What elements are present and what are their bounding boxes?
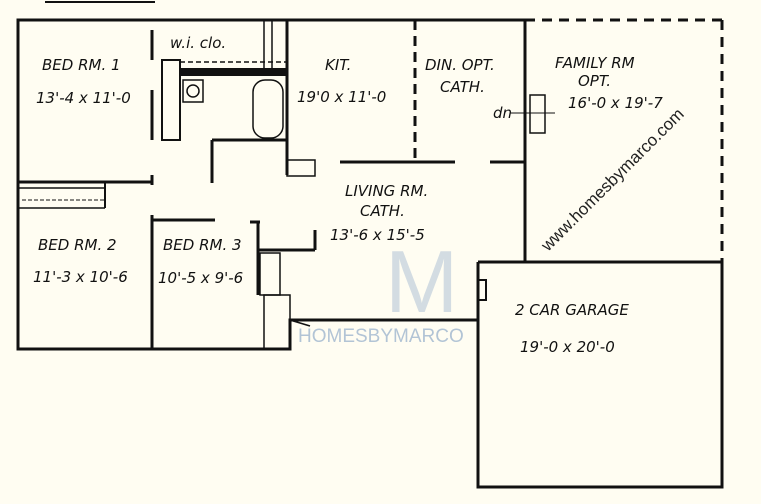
bed2-size: 11'-3 x 10'-6	[33, 268, 128, 286]
family-note: OPT.	[578, 72, 611, 90]
din-note: CATH.	[440, 78, 485, 96]
family-size: 16'-0 x 19'-7	[568, 94, 663, 112]
kit-size: 19'0 x 11'-0	[297, 88, 386, 106]
bed3-size: 10'-5 x 9'-6	[158, 269, 243, 287]
din-name: DIN. OPT.	[425, 56, 495, 74]
watermark-brand: HOMESBYMARCO	[298, 326, 464, 347]
watermark-mark: M	[385, 232, 458, 331]
kit-name: KIT.	[325, 56, 351, 74]
bed2-name: BED RM. 2	[38, 236, 117, 254]
family-name: FAMILY RM	[555, 54, 635, 72]
bed1-size: 13'-4 x 11'-0	[36, 89, 131, 107]
bed3-name: BED RM. 3	[163, 236, 242, 254]
watermark-url: www.homesbymarco.com	[537, 104, 688, 255]
garage-size: 19'-0 x 20'-0	[520, 338, 615, 356]
living-size: 13'-6 x 15'-5	[330, 226, 425, 244]
wic-name: w.i. clo.	[170, 34, 226, 52]
bed1-name: BED RM. 1	[42, 56, 121, 74]
walls	[16, 1, 724, 489]
room-labels: BED RM. 1 13'-4 x 11'-0 w.i. clo. KIT. 1…	[33, 34, 663, 356]
living-note: CATH.	[360, 202, 405, 220]
living-name: LIVING RM.	[345, 182, 428, 200]
stair-label: dn	[493, 104, 512, 122]
garage-name: 2 CAR GARAGE	[515, 301, 629, 319]
